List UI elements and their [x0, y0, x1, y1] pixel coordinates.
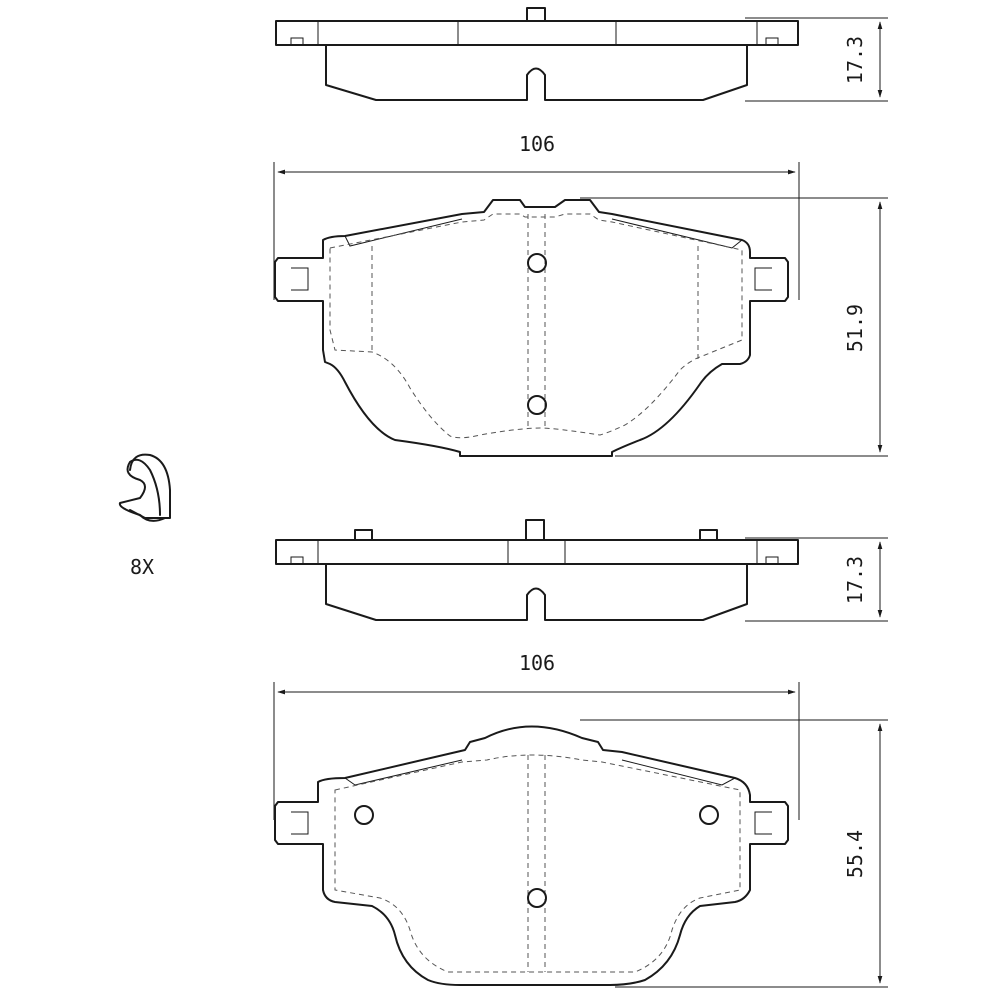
dimension-label: 106 [519, 651, 555, 675]
bottom-side-thickness-dimension: 17.3 [745, 537, 888, 622]
dimension-label: 106 [519, 132, 555, 156]
bottom-pad-side-view [275, 519, 799, 621]
bottom-width-dimension: 106 [273, 651, 800, 820]
top-pad-front-view [274, 199, 789, 457]
clip-quantity-label: 8X [130, 555, 154, 579]
clip-icon [118, 453, 171, 522]
top-height-dimension: 51.9 [580, 197, 888, 457]
bottom-pad-front-view [274, 725, 789, 986]
dimension-label: 17.3 [843, 556, 867, 604]
dimension-label: 51.9 [843, 304, 867, 352]
dimension-label: 55.4 [843, 830, 867, 878]
dimension-label: 17.3 [843, 36, 867, 84]
top-width-dimension: 106 [273, 132, 800, 300]
top-side-thickness-dimension: 17.3 [745, 17, 888, 102]
bottom-height-dimension: 55.4 [580, 719, 888, 988]
top-pad-side-view [275, 7, 799, 101]
